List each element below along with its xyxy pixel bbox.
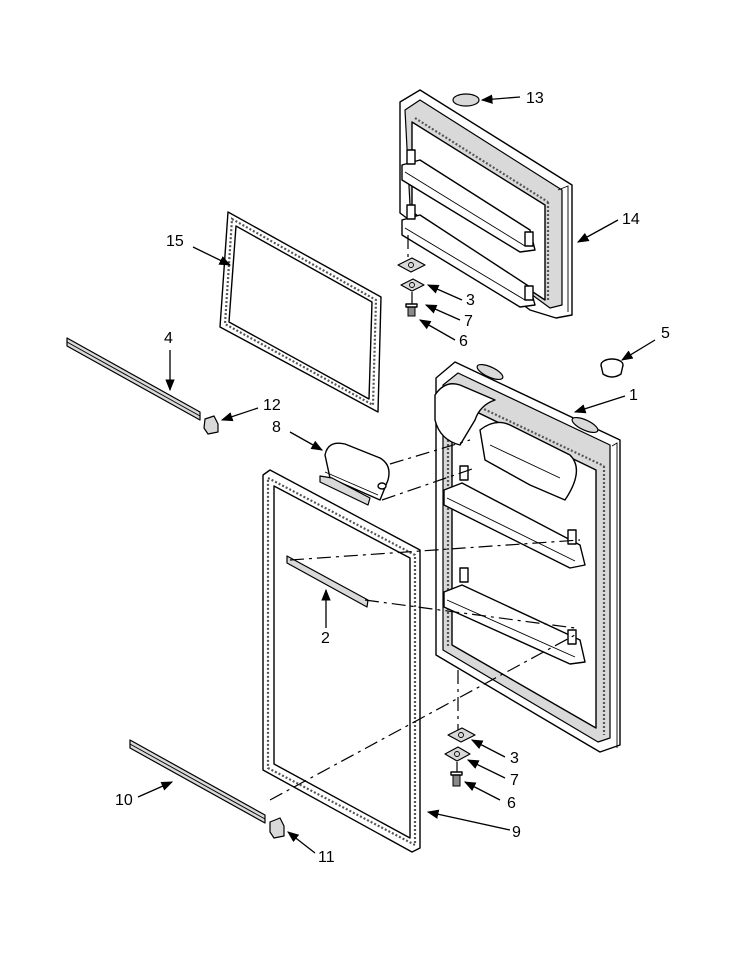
callout-6-lower: 6	[507, 795, 516, 812]
callout-3-upper: 3	[466, 292, 475, 309]
phantom-line	[381, 467, 476, 501]
callout-15: 15	[166, 233, 184, 250]
door-plug-5	[600, 358, 624, 378]
door-cap-13	[452, 93, 480, 107]
callout-3-lower: 3	[510, 750, 519, 767]
callout-10: 10	[115, 792, 133, 809]
freezer-door	[399, 89, 573, 319]
callout-14: 14	[622, 211, 640, 228]
phantom-line	[389, 439, 471, 465]
refrigerator-gasket	[262, 469, 421, 853]
leader-lines	[137, 94, 656, 854]
phantom-line	[364, 599, 576, 629]
end-cap-12	[203, 415, 219, 435]
lower-hinge-hardware	[444, 670, 476, 787]
freezer-gasket	[219, 211, 382, 413]
end-cap-11	[269, 817, 285, 839]
callout-11: 11	[318, 849, 335, 866]
callout-9: 9	[512, 824, 521, 841]
callout-7-lower: 7	[510, 772, 519, 789]
upper-hinge-hardware	[397, 235, 426, 317]
phantom-line	[289, 539, 581, 561]
callout-1: 1	[629, 387, 638, 404]
callout-7-upper: 7	[464, 313, 473, 330]
refrigerator-trim	[129, 739, 266, 824]
phantom-line	[269, 634, 576, 801]
freezer-trim	[66, 337, 201, 421]
callout-12: 12	[263, 397, 281, 414]
callout-5: 5	[661, 325, 670, 342]
callout-13: 13	[526, 90, 544, 107]
dairy-door-8	[319, 442, 390, 506]
callout-8: 8	[272, 419, 281, 436]
refrigerator-door	[434, 361, 621, 753]
callout-2: 2	[321, 630, 330, 647]
callout-6-upper: 6	[459, 333, 468, 350]
door-handle-2	[286, 555, 369, 608]
callout-4: 4	[164, 330, 173, 347]
